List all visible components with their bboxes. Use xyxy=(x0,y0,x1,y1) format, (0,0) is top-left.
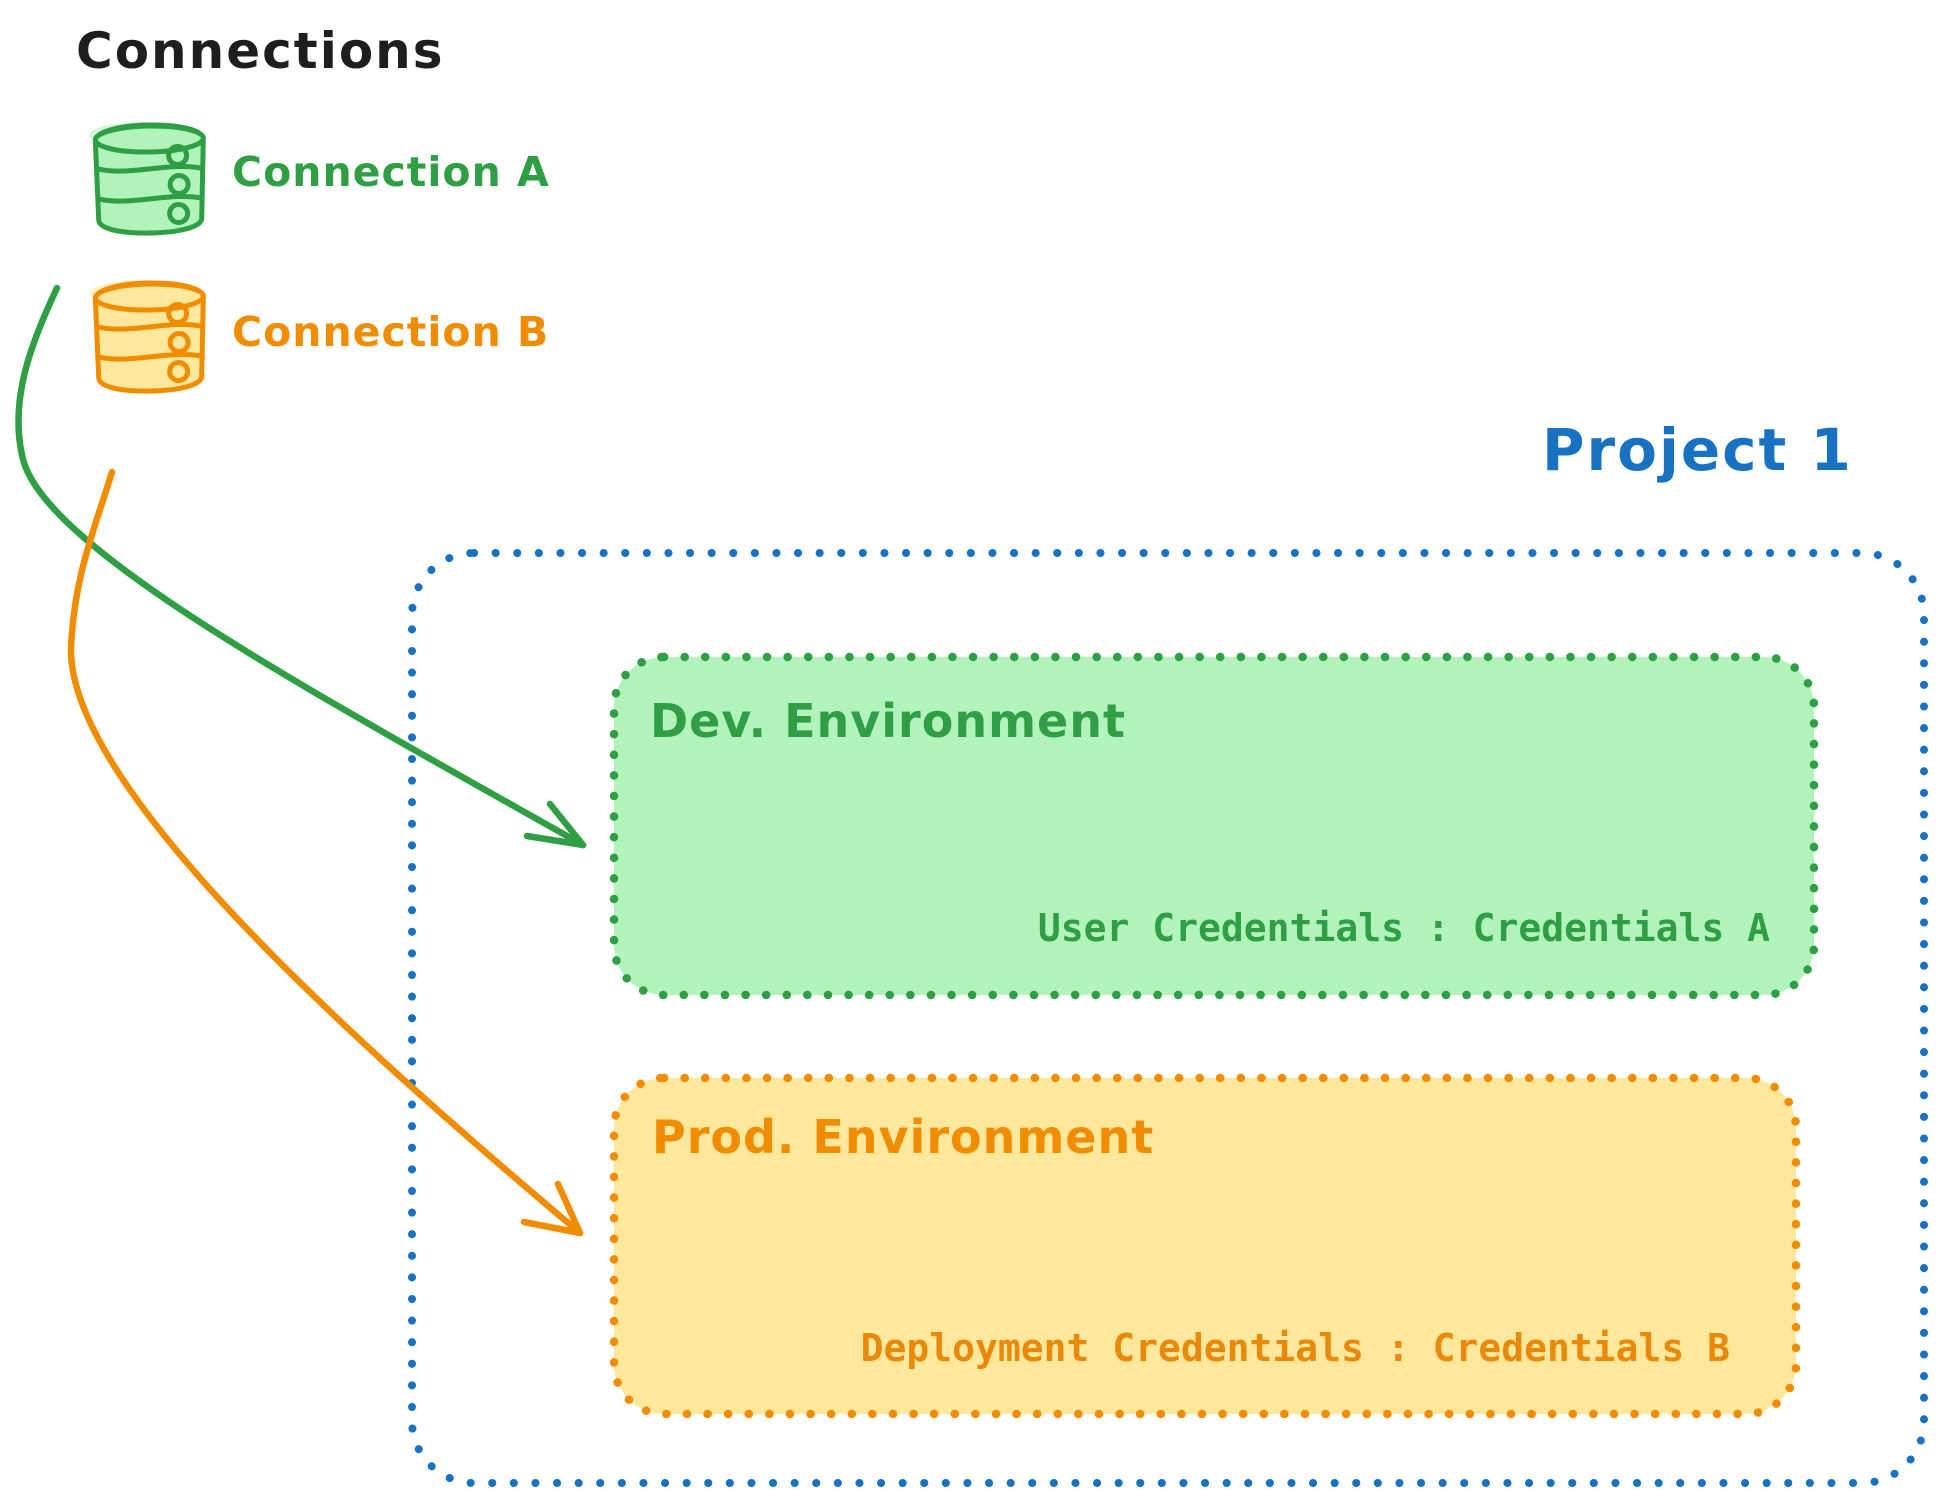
connection-a-database-icon xyxy=(89,122,206,236)
connection-a-label: Connection A xyxy=(232,148,550,196)
dev-environment-box xyxy=(609,652,1819,1000)
dev-environment-title: Dev. Environment xyxy=(650,694,1126,748)
project-box xyxy=(408,549,1928,1487)
dev-environment-credentials: User Credentials : Credentials A xyxy=(1037,906,1770,950)
connection-b-database-icon xyxy=(89,280,206,394)
prod-environment-title: Prod. Environment xyxy=(652,1110,1155,1164)
diagram-title: Connections xyxy=(76,22,445,80)
project-title: Project 1 xyxy=(1542,416,1853,484)
prod-environment-box xyxy=(609,1073,1801,1419)
prod-environment-credentials: Deployment Credentials : Credentials B xyxy=(860,1326,1730,1370)
connection-a-arrow xyxy=(15,284,587,849)
connection-b-arrow xyxy=(67,468,584,1237)
connection-b-label: Connection B xyxy=(232,308,550,356)
